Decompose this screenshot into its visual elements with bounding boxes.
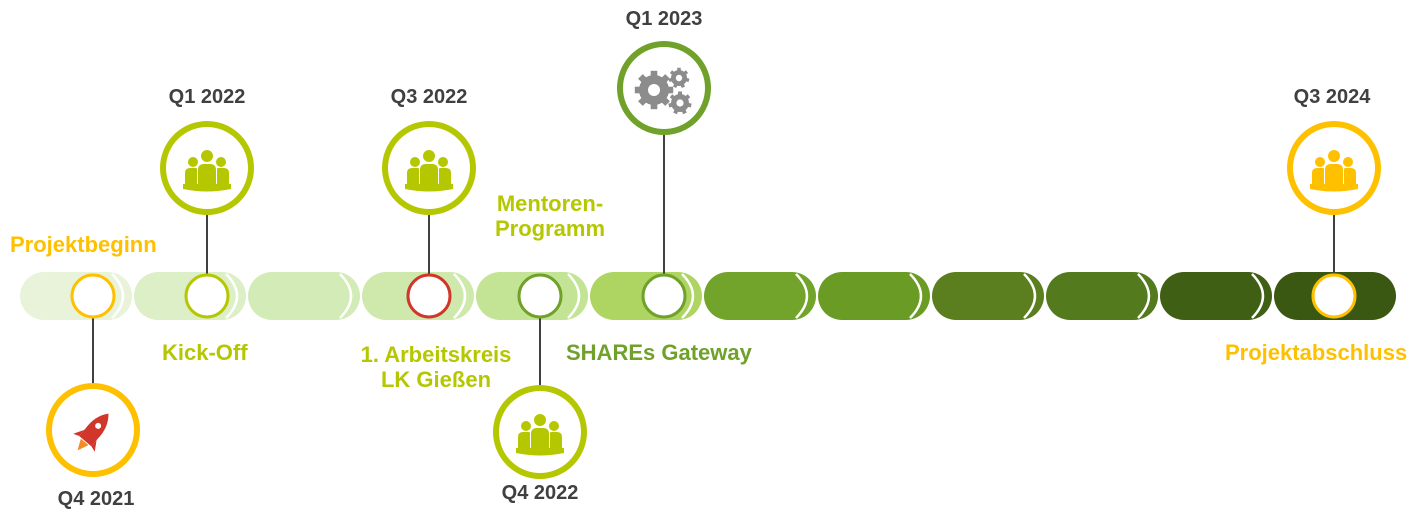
timeline-segment-edge	[225, 273, 239, 319]
timeline-segment-edge	[1251, 273, 1265, 319]
timeline-segment	[704, 272, 816, 320]
gear-hole	[676, 99, 684, 107]
timeline-dot	[1311, 273, 1357, 319]
timeline-segment-edge	[567, 273, 581, 319]
milestone	[160, 121, 254, 319]
gear-small-bottom	[668, 91, 692, 115]
gear-tooth	[650, 101, 658, 110]
quarter-label-q3-2024: Q3 2024	[1293, 86, 1371, 108]
timeline-dot	[641, 273, 687, 319]
milestone	[1287, 121, 1381, 319]
timeline-segment	[818, 272, 930, 320]
milestone-label-mentoren-line2: Programm	[494, 216, 606, 242]
timeline-dot	[70, 273, 116, 319]
timeline-segment-edge	[1023, 273, 1037, 319]
quarter-label-q4-2022: Q4 2022	[501, 482, 579, 504]
milestone	[382, 121, 476, 319]
timeline-dot	[406, 273, 452, 319]
milestone-label-projektbeginn: Projektbeginn	[10, 232, 157, 257]
milestone-label-mentoren-line1: Mentoren-	[496, 191, 604, 216]
rocket-hull	[79, 413, 109, 447]
timeline-segment-edge	[681, 273, 695, 319]
gear-large	[634, 70, 674, 110]
quarter-label-q1-2022: Q1 2022	[168, 86, 246, 108]
rocket-body	[73, 413, 109, 452]
timeline-segment-edge	[909, 273, 923, 319]
quarter-label-q4-2021: Q4 2021	[57, 488, 135, 510]
gear-hole	[675, 74, 683, 82]
rocket-window	[95, 422, 102, 429]
gear-tooth	[677, 67, 681, 72]
quarter-label-q3-2022: Q3 2022	[390, 86, 468, 108]
gear-small-top	[668, 67, 690, 88]
timeline-segment-edge	[795, 273, 809, 319]
gear-hole	[648, 84, 660, 96]
timeline-segment	[248, 272, 360, 320]
timeline-segment-edge	[339, 273, 353, 319]
milestone-label-arbeitskreis-line1: 1. Arbeitskreis	[360, 342, 512, 367]
milestone-label-arbeitskreis: 1. Arbeitskreis LK Gießen	[361, 342, 512, 393]
gear-tooth	[650, 70, 658, 79]
milestone	[46, 273, 140, 477]
rocket-flame	[77, 438, 89, 451]
timeline-dot	[184, 273, 230, 319]
timeline-segment	[932, 272, 1044, 320]
milestone	[493, 273, 587, 479]
timeline-segment-edge	[453, 273, 467, 319]
rocket-fin-left	[73, 429, 85, 437]
milestone-label-arbeitskreis-line2: LK Gießen	[380, 367, 492, 393]
timeline-dot	[517, 273, 563, 319]
gear-tooth	[678, 91, 682, 96]
milestone-label-projektabschluss: Projektabschluss	[1225, 340, 1408, 365]
rocket-icon	[73, 413, 109, 452]
timeline-segment-edge	[1137, 273, 1151, 319]
rocket-fin-right	[91, 440, 97, 452]
milestone	[617, 41, 711, 319]
milestone-label-mentoren: Mentoren- Programm	[495, 191, 605, 242]
timeline-segment-edge	[111, 273, 125, 319]
quarter-label-q1-2023: Q1 2023	[625, 8, 703, 30]
gears-icon	[634, 67, 692, 115]
milestone-label-shares-gateway: SHAREs Gateway	[566, 340, 752, 365]
timeline-segment	[1160, 272, 1272, 320]
timeline-segment	[1046, 272, 1158, 320]
milestone-label-kick-off: Kick-Off	[162, 340, 248, 365]
